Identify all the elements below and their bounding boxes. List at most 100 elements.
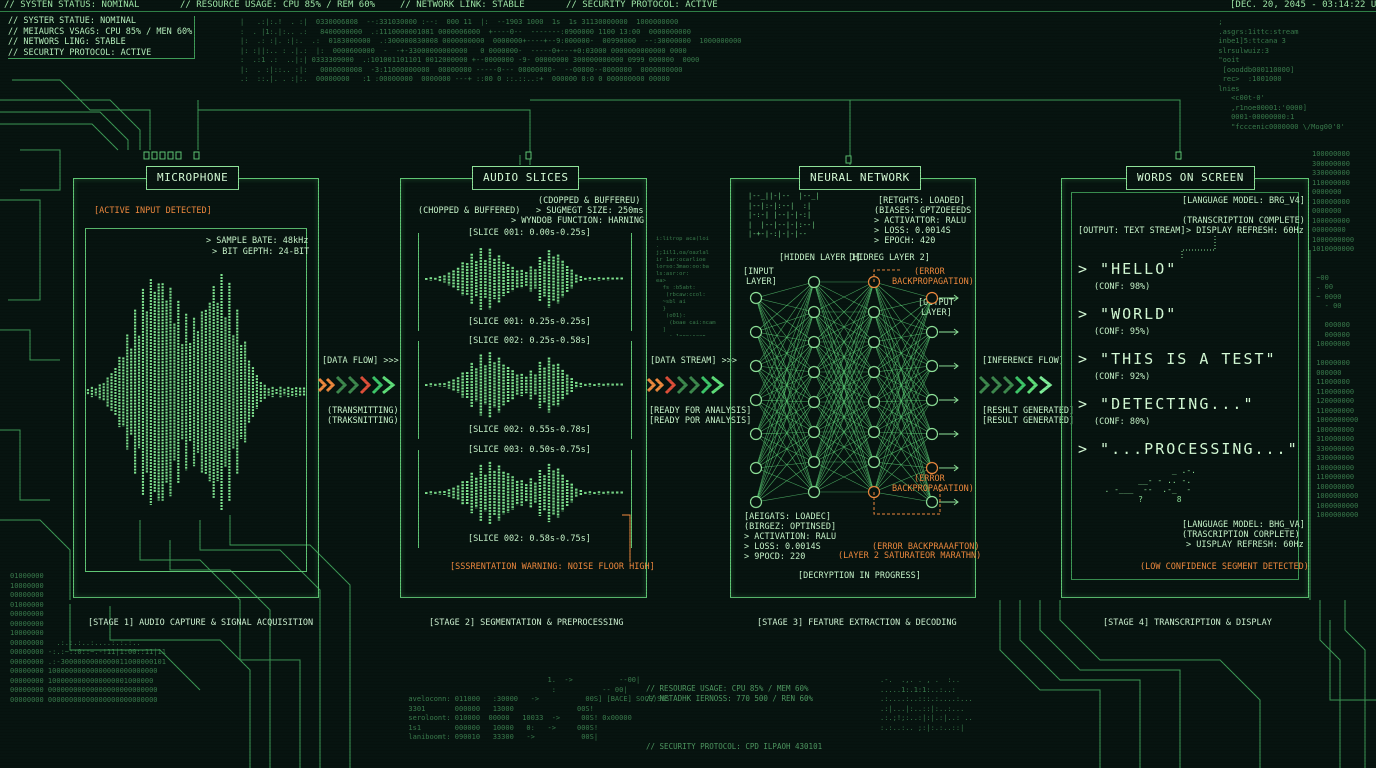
nn-connection [755,311,815,503]
nn-connection [755,331,815,343]
nn-connection [873,331,933,433]
nn-connection [755,297,815,403]
nn-connection [873,371,933,503]
nn-node [867,455,881,469]
error-top-2: BACKPROPAGATION) [892,277,974,287]
nn-connection [873,371,933,401]
nn-connection [873,399,933,403]
error-mid-2: BACKPROPAGATION) [892,484,974,494]
nn-connection [813,461,875,493]
nn-node [867,305,881,319]
nn-node [807,305,821,319]
nn-connection [755,311,815,367]
nn-connection [873,297,933,373]
nn-connection [873,461,933,503]
nn-connection [755,371,815,503]
nn-connection [755,297,815,433]
nn-connection [813,281,875,313]
error-bottom: (ERROR BACKPRAAAFTON) [872,542,980,552]
nn-connection [755,341,815,435]
display-refresh: > DISPLAY REFRESH: 60Hz [1186,226,1304,236]
nn-connection [755,399,815,403]
processing-glitch: _ .-. __- - .. -. . -___ -- .-_ - ? 8 [1104,466,1196,504]
nn-node [867,425,881,439]
nn-connection [813,281,875,493]
nn-connection [755,371,815,469]
weights-loaded: [RETGHTS: LOADED] [878,196,965,206]
arrow-chevrons-icon-2 [646,375,725,395]
nn-connection [813,341,875,493]
nn-connection [755,331,815,403]
sample-rate: > SAMPLE BATE: 48kHz [206,236,309,246]
nn-connection [755,297,815,343]
nn-connection [873,461,933,469]
output-arrow-icon [939,328,959,336]
nn-node [749,461,763,475]
nn-connection [755,331,815,493]
top-network-link: // NETWORK LINK: STABLE [400,0,525,10]
nn-connection [755,461,815,469]
nn-connection [755,311,815,435]
nn-connection [873,281,933,435]
nn-connection [755,461,815,503]
nn-connection [755,331,815,373]
stage-3-caption: [STAGE 3] FEATURE EXTRACTION & DECODING [757,618,957,628]
nn-connection [813,431,875,493]
output-layer-1: [OUTPUT [918,298,954,308]
nn-connection [873,331,933,343]
nn-connection [873,311,933,401]
window-function: > WYNDOB FUNCTION: HARNING [511,216,645,226]
data-flow-label: [DATA FLOW] >>> [322,356,399,366]
nn-connection [873,401,933,435]
nn-node [749,325,763,339]
nn-connection [873,281,933,503]
nn-connection [873,401,933,469]
bottom-network: // NETADHK IERNOSS: 770 500 / REN 60% [646,694,814,703]
transmitting-label-2: (TRAKSNITTING) [327,416,399,426]
waveform-frame [85,228,307,572]
nn-connection [873,365,933,493]
nn-connection [813,281,875,463]
stage-1-caption: [STAGE 1] AUDIO CAPTURE & SIGNAL ACQUISI… [88,618,314,628]
nn-connection [873,281,933,367]
nn-connection [755,281,815,503]
nn-node [749,359,763,373]
nn-connection [755,281,815,367]
nn-connection [873,297,933,403]
nn-connection [755,281,815,333]
nn-connection [755,431,815,469]
biases: (BIASES: GPTZOEEEDS [874,206,972,216]
word-3: > "THIS IS A TEST" [1078,350,1277,368]
hex-filler-mid-stream: i:litrop aca(loi . j;1il1,oa/oazlal ir 1… [656,236,716,336]
output-arrow-icon [939,464,959,472]
nn-connection [755,431,815,435]
nn-connection [755,371,815,435]
nn-node [925,359,939,373]
epoch: > EPOCH: 420 [874,236,936,246]
activation-2: > ACTIVATION: RALU [744,532,837,542]
nn-connection [755,331,815,433]
nn-connection [755,431,815,503]
nn-connection [755,401,815,503]
nn-connection [755,281,815,435]
neural-network-graph [749,269,959,515]
segmentation-warning: [SSSRENTATION WARNING: NOISE FLOOR HIGH] [450,562,655,572]
slice-3-bottom-label: [SLICE 002: 0.58s-0.75s] [466,534,593,544]
top-system-status: // SYSTEN STATUS: NOMINAL [4,0,140,10]
nn-node [807,425,821,439]
hex-filler-top: | .:|:.! . :| 0330006808 --:331030000 :-… [240,18,742,83]
ready-analysis-2: [READY POR ANALYSIS] [649,416,752,426]
conf-1: (CONF: 98%) [1094,282,1151,292]
chopped-label-right: (CDOPPED & BUFFEREU) [538,196,641,206]
nn-connection [873,433,933,463]
top-status-bar: // SYSTEN STATUS: NOMINAL // RESOURCE US… [0,0,1376,12]
stage-4-caption: [STAGE 4] TRANSCRIPTION & DISPLAY [1103,618,1272,628]
nn-node [749,495,763,509]
nn-connection [873,491,933,503]
ready-analysis-1: [READY FOR ANALYSIS] [649,406,752,416]
nn-node [925,325,939,339]
nn-connection [755,311,815,401]
nn-connection [873,331,933,463]
nn-node [925,291,939,305]
